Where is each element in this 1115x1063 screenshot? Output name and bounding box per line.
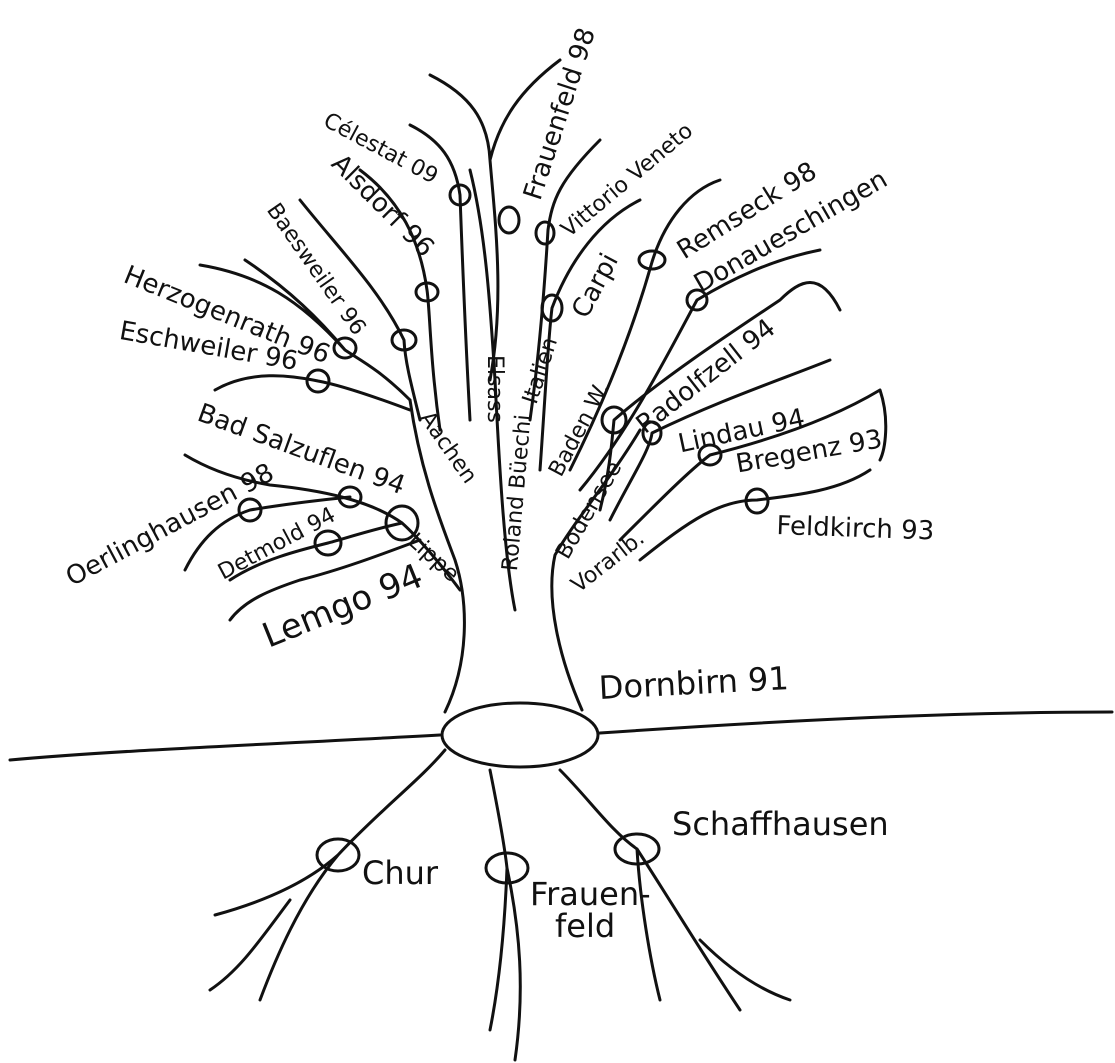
branch-eschweiler — [215, 376, 410, 410]
label-feldkirch: Feldkirch 93 — [776, 513, 935, 544]
label-dornbirn: Dornbirn 91 — [598, 662, 789, 704]
label-elsass: Elsass — [483, 355, 505, 423]
label-frauen: Frauen- — [530, 878, 651, 910]
node-dornbirn — [442, 703, 598, 767]
label-chur: Chur — [362, 857, 438, 889]
node-frauenfeld-98 — [499, 207, 519, 233]
label-feld: feld — [555, 910, 615, 942]
root-frauenfeld — [490, 770, 520, 1060]
node-vittorio-veneto — [536, 222, 554, 244]
label-schaffhausen: Schaffhausen — [672, 808, 889, 840]
ground-line — [10, 712, 1112, 760]
